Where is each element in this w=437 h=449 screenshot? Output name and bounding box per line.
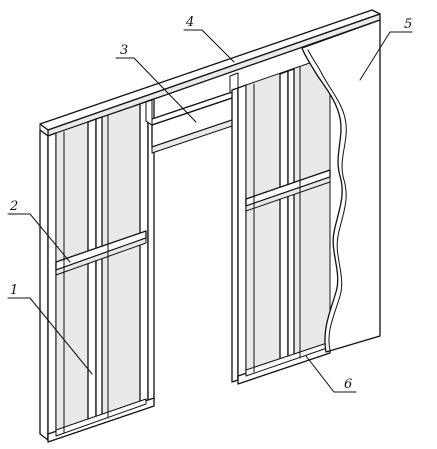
left-wall-panel	[39, 98, 155, 443]
label-1: 1	[10, 283, 18, 298]
label-4: 4	[185, 15, 194, 30]
leader-lines	[7, 29, 413, 393]
label-6: 6	[344, 377, 352, 392]
gypsum-board	[301, 19, 381, 353]
label-3: 3	[120, 43, 128, 58]
label-5: 5	[404, 17, 412, 32]
callout-labels: 1 2 3 4 5 6	[9, 15, 412, 392]
label-2: 2	[9, 199, 18, 214]
right-wall-panel	[231, 55, 331, 385]
